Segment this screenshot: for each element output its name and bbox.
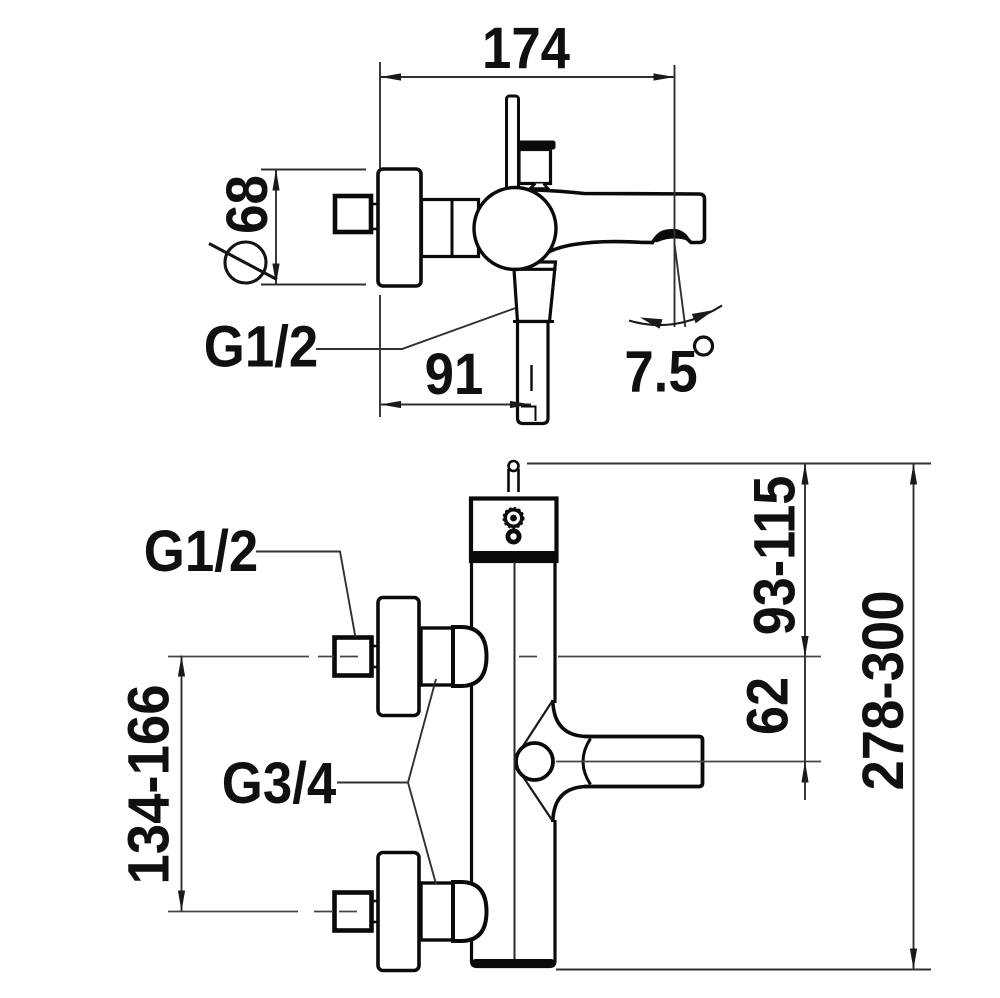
svg-text:68: 68 [215, 175, 280, 234]
svg-text:G3/4: G3/4 [222, 751, 337, 816]
svg-text:G1/2: G1/2 [144, 519, 258, 584]
svg-text:174: 174 [482, 16, 570, 81]
svg-text:62: 62 [735, 677, 800, 735]
svg-text:7.5: 7.5 [624, 339, 697, 404]
svg-text:134-166: 134-166 [116, 684, 181, 884]
svg-text:91: 91 [425, 342, 484, 407]
svg-text:278-300: 278-300 [850, 590, 915, 790]
svg-text:93-115: 93-115 [742, 476, 807, 636]
svg-text:G1/2: G1/2 [204, 314, 318, 379]
